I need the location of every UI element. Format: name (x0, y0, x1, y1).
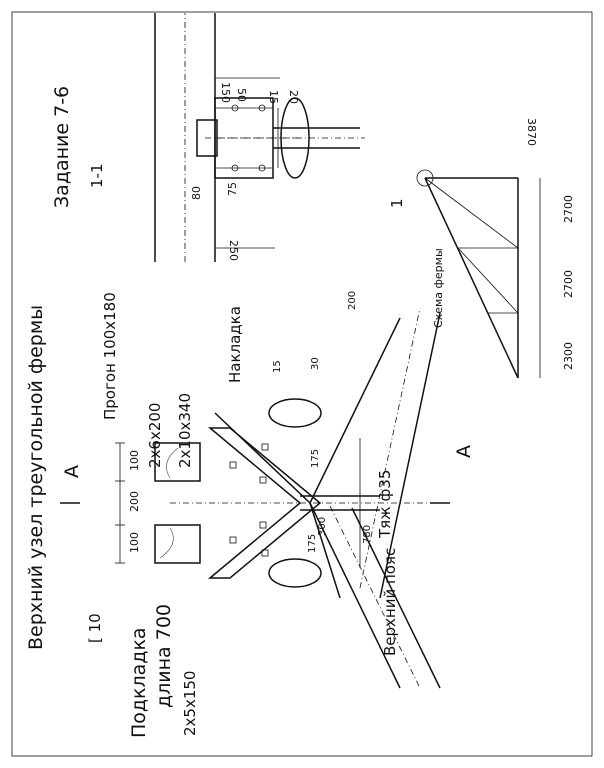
scheme-node-1 (416, 169, 434, 187)
scheme-title: Схема фермы (432, 248, 445, 328)
section-1-1: 20 15 50 150 75 80 250 (154, 13, 365, 262)
truss-scheme: 2300 2700 2700 3870 Схема фермы 1 (388, 118, 575, 379)
dim-175-a: 175 (307, 534, 318, 553)
label-pad-line1: Подкладка (128, 627, 150, 738)
dim-100-left: 100 (128, 532, 141, 553)
rotated-drawing: 20 15 50 150 75 80 250 Задание 7-6 1-1 В… (25, 13, 575, 738)
sec-dim-250: 250 (227, 240, 240, 261)
scheme-dim-2700-a: 2700 (562, 270, 575, 298)
dim-200-chord: 200 (347, 291, 358, 310)
sec-dim-20: 20 (287, 90, 300, 104)
label-plates-a: 2x6x200 (146, 403, 164, 468)
task-title: Задание 7-6 (51, 86, 73, 208)
label-purlin: Прогон 100x180 (101, 292, 119, 420)
dim-15: 15 (272, 360, 283, 373)
label-pad-line2: длина 700 (153, 604, 175, 708)
section-mark-a-top: A (61, 465, 83, 478)
dim-30: 30 (310, 357, 321, 370)
label-channel: [ 10 (86, 613, 104, 643)
sec-dim-50: 50 (235, 88, 248, 102)
section-label-1-1: 1-1 (88, 164, 106, 189)
label-plates-b: 2x10x340 (176, 393, 194, 468)
label-pad-size: 2x5x150 (181, 671, 199, 736)
purlin-left (154, 524, 201, 564)
dim-100-right: 100 (128, 450, 141, 471)
main-node (60, 307, 450, 689)
dim-200: 200 (128, 491, 141, 512)
dim-780: 780 (362, 525, 373, 544)
scheme-dim-3870: 3870 (525, 118, 538, 146)
scheme-node-label: 1 (388, 198, 406, 208)
scheme-dim-2300: 2300 (562, 342, 575, 370)
label-rod: Тяж ф35 (376, 470, 394, 539)
sec-dim-80: 80 (190, 186, 203, 200)
label-overlay: Накладка (226, 306, 244, 383)
sheet-frame (11, 11, 593, 757)
section-mark-a-bottom: A (453, 445, 475, 458)
sec-dim-150: 150 (219, 82, 232, 103)
purlin-right (154, 442, 201, 482)
dim-175-b: 175 (310, 449, 321, 468)
sec-dim-75: 75 (226, 182, 239, 196)
label-top-chord: Верхний пояс (381, 548, 399, 656)
scheme-dim-2700-b: 2700 (562, 195, 575, 223)
dim-300: 300 (317, 517, 328, 536)
sec-dim-15: 15 (267, 90, 280, 104)
node-title: Верхний узел треугольной фермы (25, 305, 47, 650)
